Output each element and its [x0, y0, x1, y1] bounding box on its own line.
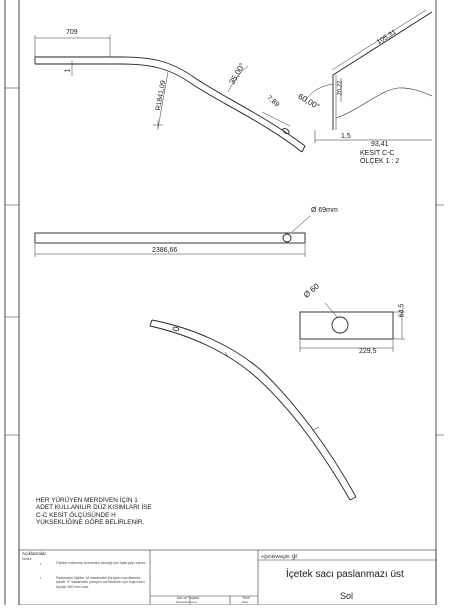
detail-dimensions	[299, 311, 405, 352]
bullet-1-text: Ölçüler malzeme üzerinden alındığı için …	[56, 561, 146, 565]
section-title: KESİT C-C	[360, 150, 395, 157]
aciklamalar-label: Açıklamalar	[22, 551, 46, 556]
dim-2386: 2386,66	[152, 247, 178, 254]
production-note: HER YÜRÜYEN MERDİVEN İÇİN 1 ADET KULLANI…	[36, 497, 152, 527]
col-name: Adı ve Soyadı	[177, 596, 200, 600]
dim-dia-69: Ø 69mm	[311, 207, 338, 214]
bullet-1: •	[40, 562, 42, 566]
notes-label: Notes	[22, 557, 32, 561]
sheet-border	[4, 0, 444, 605]
dim-64: 64,5	[398, 303, 406, 318]
detail-view	[299, 302, 394, 340]
col-name-sub: Name/Surname	[176, 600, 198, 604]
col-date: Tarih	[242, 596, 250, 600]
dim-229: 229,5	[359, 348, 377, 355]
bent-strip-top	[34, 56, 306, 153]
length-dimension	[34, 244, 306, 257]
top-view-dimensions	[34, 35, 291, 130]
section-c-c	[304, 9, 433, 143]
isometric-strip	[149, 319, 357, 501]
drawing-title: İçetek sacı paslanmazı üst	[286, 569, 404, 580]
dim-1-5: 1,5	[341, 133, 351, 140]
side-label: Sol	[340, 591, 354, 601]
dim-709: 709	[66, 29, 78, 36]
dim-1: 1	[64, 68, 72, 73]
col-date-sub: Date	[242, 600, 249, 604]
bullet-2: •	[40, 576, 42, 580]
weight-label: Ağırlık/Weight: gr	[261, 554, 298, 560]
dim-20: 20,22	[337, 80, 344, 96]
straight-strip-side	[34, 215, 311, 244]
dim-93: 93,41	[371, 141, 389, 148]
section-scale: ÖLÇEK 1 : 2	[360, 158, 400, 165]
bullet-2-text: Resimdeki ölçüler 16 basamaklı yürüyen m…	[56, 576, 145, 589]
